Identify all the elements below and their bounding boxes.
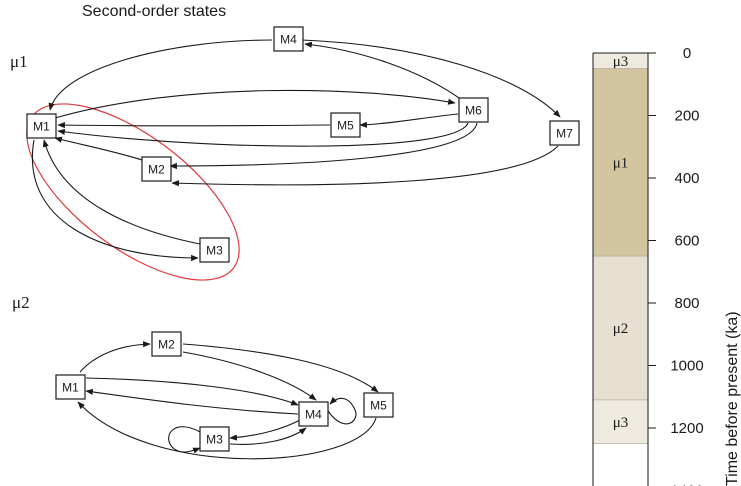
svg-text:M7: M7 [556, 127, 573, 141]
g2-node-m1: M1 [55, 374, 86, 400]
svg-text:M4: M4 [280, 33, 297, 47]
time-column: μ3 μ1 μ2 μ3 [592, 52, 649, 486]
axis-tick-label: 1200 [670, 420, 703, 437]
axis-tick-label: 400 [674, 170, 699, 187]
axis-tick-label: 200 [674, 108, 699, 125]
axis-tick-label: 0 [683, 45, 691, 62]
group1-nodes: M4 M6 M1 M5 M7 M2 M3 [26, 26, 580, 263]
edge2-m4-m1 [85, 388, 299, 415]
group2-nodes: M2 M1 M5 M4 M3 [55, 331, 394, 452]
g2-node-m2: M2 [151, 331, 182, 357]
svg-text:M5: M5 [370, 399, 387, 413]
band-label: μ1 [613, 155, 629, 171]
group1-edges [31, 39, 561, 262]
group2-edges [77, 341, 379, 460]
time-axis: 0 200 400 600 800 1000 1200 1400 [648, 45, 704, 486]
svg-text:M2: M2 [148, 163, 165, 177]
axis-tick-label: 1400 [670, 483, 703, 486]
edge-m7-m2 [171, 145, 559, 187]
edge2-m2-m5 [182, 343, 379, 393]
edge2-m4-self [327, 396, 357, 425]
g1-node-m5: M5 [330, 112, 361, 138]
axis-tick-label: 600 [674, 233, 699, 250]
g1-node-m2: M2 [141, 156, 172, 182]
g1-node-m1: M1 [26, 113, 57, 139]
svg-text:M1: M1 [62, 381, 79, 395]
edge-m6-m1 [57, 122, 469, 147]
edge-m1-m6 [54, 89, 456, 119]
edge-m4-m7 [301, 39, 561, 118]
edge-m6-m5 [359, 113, 459, 128]
edge-m6-m4 [304, 41, 463, 101]
edge2-m1-m2 [79, 341, 151, 373]
edge-m3-m1 [42, 139, 201, 245]
edge2-m5-m1 [77, 401, 377, 460]
svg-text:M2: M2 [158, 338, 175, 352]
band-label: μ3 [613, 54, 629, 70]
g1-node-m7: M7 [549, 120, 580, 146]
edge2-m3-self [168, 426, 201, 454]
band-label: μ3 [613, 415, 629, 431]
axis-tick-label: 800 [674, 295, 699, 312]
edge-m6-m2 [169, 122, 478, 170]
axis-title: Time before present (ka) [724, 311, 741, 486]
g2-node-m5: M5 [363, 392, 394, 418]
svg-text:M4: M4 [305, 408, 322, 422]
band-label: μ2 [613, 321, 629, 337]
column-outline [592, 52, 649, 486]
edge2-m2-m4 [182, 351, 317, 401]
edge-m4-m1 [48, 39, 273, 111]
g2-node-m3: M3 [199, 426, 230, 452]
svg-text:M3: M3 [206, 433, 223, 447]
svg-text:M5: M5 [337, 119, 354, 133]
edge2-m3-m4 [229, 427, 307, 445]
figure-title: Second-order states [82, 3, 226, 20]
group2-label: μ2 [12, 293, 30, 312]
g1-node-m6: M6 [458, 97, 489, 123]
edge2-m1-m4 [85, 377, 299, 406]
g1-node-m3: M3 [199, 237, 230, 263]
column-band [592, 68, 649, 257]
svg-text:M1: M1 [33, 120, 50, 134]
column-band [592, 399, 649, 445]
edge2-m4-m3 [229, 419, 301, 441]
edge-m5-m1 [57, 122, 331, 129]
g2-node-m4: M4 [298, 401, 329, 427]
svg-text:M6: M6 [465, 104, 482, 118]
g1-node-m4: M4 [273, 26, 304, 52]
edge-m1-m3 [31, 139, 199, 262]
edge-m2-m1 [54, 136, 143, 161]
axis-tick-label: 1000 [670, 358, 703, 375]
svg-text:M3: M3 [206, 244, 223, 258]
group1-label: μ1 [10, 52, 28, 71]
